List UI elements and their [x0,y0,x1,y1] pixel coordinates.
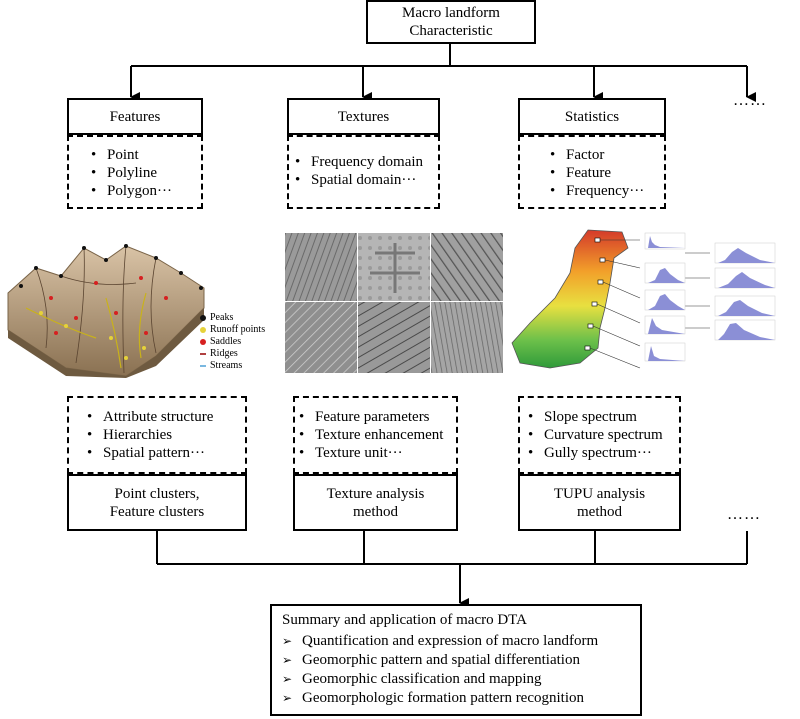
list-item: Quantification and expression of macro l… [282,632,630,651]
list-item: Attribute structure [87,408,245,426]
statistics-items: Factor Feature Frequency··· [518,135,666,209]
features-detail-items: Attribute structure Hierarchies Spatial … [67,396,247,474]
legend-item: Peaks [200,312,265,324]
method-line-2: method [577,503,622,520]
terrain-3d-image [7,244,205,378]
list-item: Frequency domain [295,153,438,171]
textures-items: Frequency domain Spatial domain··· [287,135,440,209]
list-item: Frequency··· [550,182,664,200]
method-line-2: Feature clusters [109,503,205,520]
macro-landform-box: Macro landform Characteristic [366,0,536,44]
tupu-analysis-method-box: TUPU analysis method [518,474,681,531]
textures-detail-items: Feature parameters Texture enhancement T… [293,396,458,474]
legend-item: Ridges [200,348,265,360]
terrain-legend: Peaks Runoff points Saddles Ridges Strea… [200,312,265,372]
top-line-2: Characteristic [409,23,493,39]
list-item: Hierarchies [87,426,245,444]
method-line-2: method [353,503,398,520]
statistics-title: Statistics [564,108,620,125]
list-item: Polyline [91,164,201,182]
legend-item: Saddles [200,336,265,348]
summary-box: Summary and application of macro DTA Qua… [270,604,642,716]
list-item: Spatial domain··· [295,171,438,189]
legend-item: Streams [200,360,265,372]
point-clusters-method-box: Point clusters, Feature clusters [67,474,247,531]
list-item: Feature parameters [299,408,456,426]
method-line-1: TUPU analysis [553,485,646,502]
list-item: Gully spectrum··· [528,444,679,462]
list-item: Geomorphic pattern and spatial different… [282,651,630,670]
legend-item: Runoff points [200,324,265,336]
list-item: Geomorphic classification and mapping [282,670,630,689]
list-item: Geomorphologic formation pattern recogni… [282,689,630,708]
list-item: Point [91,146,201,164]
statistics-detail-items: Slope spectrum Curvature spectrum Gully … [518,396,681,474]
statistics-box: Statistics [518,98,666,135]
textures-box: Textures [287,98,440,135]
list-item: Polygon··· [91,182,201,200]
statistics-map-image [511,229,776,369]
ellipsis-top: …… [733,92,767,109]
list-item: Slope spectrum [528,408,679,426]
list-item: Texture enhancement [299,426,456,444]
ellipsis-bottom: …… [727,506,761,523]
list-item: Curvature spectrum [528,426,679,444]
summary-title: Summary and application of macro DTA [282,612,527,628]
features-title: Features [109,108,161,125]
list-item: Spatial pattern··· [87,444,245,462]
texture-analysis-method-box: Texture analysis method [293,474,458,531]
list-item: Factor [550,146,664,164]
features-items: Point Polyline Polygon··· [67,135,203,209]
list-item: Texture unit··· [299,444,456,462]
features-box: Features [67,98,203,135]
texture-grid-image [285,233,503,373]
top-line-1: Macro landform [402,5,500,21]
method-line-1: Texture analysis [326,485,425,502]
method-line-1: Point clusters, [114,485,200,502]
textures-title: Textures [337,108,390,125]
list-item: Feature [550,164,664,182]
